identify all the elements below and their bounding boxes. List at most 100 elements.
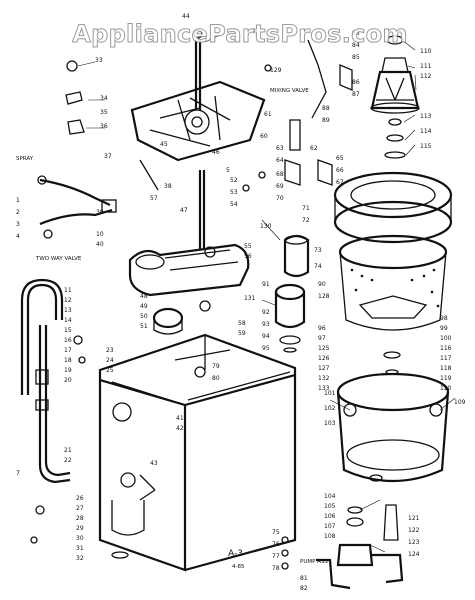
callout-41: 41 [176, 415, 184, 422]
callout-80: 80 [212, 375, 220, 382]
callout-107: 107 [324, 523, 336, 530]
callout-42: 42 [176, 425, 184, 432]
callout-15: 15 [64, 327, 72, 334]
caption-spray: SPRAY [16, 156, 34, 162]
callout-90: 90 [318, 281, 326, 288]
callout-131: 131 [244, 295, 256, 302]
callout-133: 133 [318, 385, 330, 392]
callout-98: 98 [440, 315, 448, 322]
callout-12: 12 [64, 297, 72, 304]
callout-81: 81 [300, 575, 308, 582]
callout-50: 50 [140, 313, 148, 320]
callout-74: 74 [314, 263, 322, 270]
callout-40: 40 [96, 241, 104, 248]
callout-32: 32 [76, 555, 84, 562]
callout-19: 19 [64, 367, 72, 374]
callout-59: 59 [238, 330, 246, 337]
callout-109: 109 [454, 399, 466, 406]
callout-55: 55 [244, 243, 252, 250]
callout-72: 72 [302, 217, 310, 224]
callout-24: 24 [106, 357, 114, 364]
callout-37: 37 [104, 153, 112, 160]
callout-120: 120 [440, 385, 452, 392]
callout-68: 68 [276, 171, 284, 178]
callout-127: 127 [318, 365, 330, 372]
callout-89: 89 [322, 117, 330, 124]
callout-11: 11 [64, 287, 72, 294]
caption-pump-assy: PUMP ASSY. [300, 559, 332, 565]
callout-23: 23 [106, 347, 114, 354]
callout-122: 122 [408, 527, 420, 534]
callout-70: 70 [276, 195, 284, 202]
callout-57: 57 [150, 195, 158, 202]
caption-two-way-valve: TWO WAY VALVE [35, 256, 82, 262]
callout-47: 47 [180, 207, 188, 214]
hardware [30, 60, 401, 570]
callout-39: 39 [96, 209, 104, 216]
callout-105: 105 [324, 503, 336, 510]
callout-125: 125 [318, 345, 330, 352]
callout-21: 21 [64, 447, 72, 454]
callout-54: 54 [230, 201, 238, 208]
callout-93: 93 [262, 321, 270, 328]
callout-4: 4 [16, 233, 20, 240]
callout-106: 106 [324, 513, 336, 520]
callout-82: 82 [300, 585, 308, 592]
mixing-valve [284, 39, 353, 186]
callout-18: 18 [64, 357, 72, 364]
callout-48: 48 [140, 293, 148, 300]
callout-44: 44 [182, 13, 190, 20]
callout-124: 124 [408, 551, 420, 558]
callout-43: 43 [150, 460, 158, 467]
callout-95: 95 [262, 345, 270, 352]
callout-102: 102 [324, 405, 336, 412]
callout-71: 71 [302, 205, 310, 212]
leader-lines [77, 34, 456, 553]
callout-69: 69 [276, 183, 284, 190]
callout-61: 61 [264, 111, 272, 118]
callout-88: 88 [322, 105, 330, 112]
callout-10: 10 [96, 231, 104, 238]
callout-25: 25 [106, 367, 114, 374]
callout-3: 3 [16, 221, 20, 228]
callout-27: 27 [76, 505, 84, 512]
callout-67: 67 [336, 179, 344, 186]
callout-118: 118 [440, 365, 452, 372]
callout-17: 17 [64, 347, 72, 354]
pump-assembly [316, 504, 404, 590]
callout-123: 123 [408, 539, 420, 546]
callout-13: 13 [64, 307, 72, 314]
callout-7: 7 [16, 470, 20, 477]
callout-91: 91 [262, 281, 270, 288]
callout-86: 86 [352, 79, 360, 86]
motor [274, 283, 306, 353]
callout-33: 33 [95, 57, 103, 64]
callout-64: 64 [276, 157, 284, 164]
callout-100: 100 [440, 335, 452, 342]
callout-16: 16 [64, 337, 72, 344]
callout-5: 5 [226, 167, 230, 174]
callout-101: 101 [324, 390, 336, 397]
transmission-cover [130, 29, 266, 162]
callout-77: 77 [272, 553, 280, 560]
callout-97: 97 [318, 335, 326, 342]
callout-99: 99 [440, 325, 448, 332]
callout-84: 84 [352, 42, 360, 49]
caption-figure-id: A-3 [228, 549, 243, 559]
callout-121: 121 [408, 515, 420, 522]
transmission [128, 170, 250, 335]
callout-52: 52 [230, 177, 238, 184]
callout-2: 2 [16, 209, 20, 216]
callout-119: 119 [440, 375, 452, 382]
callout-110: 110 [420, 48, 432, 55]
callout-103: 103 [324, 420, 336, 427]
callout-83: 83 [352, 30, 360, 37]
callout-28: 28 [76, 515, 84, 522]
callout-56: 56 [244, 253, 252, 260]
callout-65: 65 [336, 155, 344, 162]
callout-79: 79 [212, 363, 220, 370]
callout-132: 132 [318, 375, 330, 382]
callout-49: 49 [140, 303, 148, 310]
callout-76: 76 [272, 541, 280, 548]
